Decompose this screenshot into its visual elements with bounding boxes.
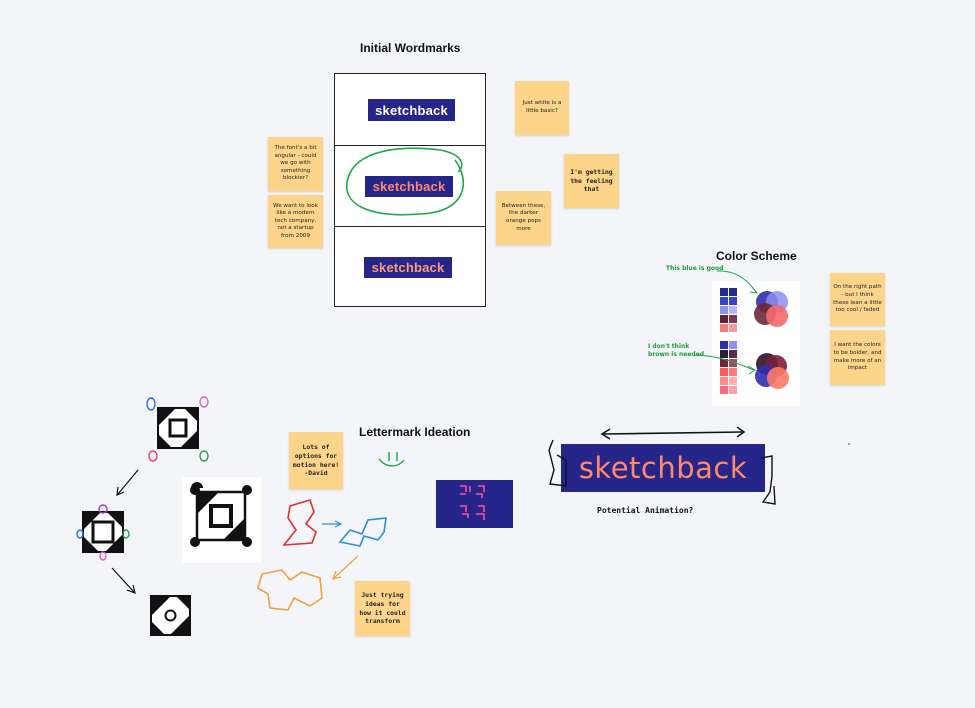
color-swatch [720,350,728,358]
color-swatch [729,350,737,358]
color-swatch [720,359,728,367]
color-swatch [720,377,728,385]
smiley-doodle [378,452,405,467]
wordmark-divider [335,145,485,146]
lettermark-middle [82,511,124,553]
animation-banner-text: sketchback [578,451,748,485]
color-scheme-heading: Color Scheme [716,249,797,263]
initial-wordmarks-heading: Initial Wordmarks [360,41,461,55]
color-circles-bottom [755,353,789,389]
color-circles-top [754,291,788,327]
red-shape-sketch [282,499,317,546]
orange-shape-sketch [257,569,323,611]
color-swatch [729,297,737,305]
animation-caption: Potential Animation? [597,506,694,515]
green-circle-annotation [345,147,465,216]
sticky-note[interactable]: I'm getting the feeling that [564,154,619,208]
green-arrow [693,354,755,371]
color-swatch [729,386,737,394]
lettermark-top [157,407,199,449]
color-swatch [720,306,728,314]
color-swatch [729,359,737,367]
sticky-note[interactable]: On the right path - but I think these le… [830,273,885,326]
color-swatch [729,315,737,323]
color-swatch [720,288,728,296]
sticky-note[interactable]: Just trying ideas for how it could trans… [355,581,410,636]
lettermark-ideation-heading: Lettermark Ideation [359,425,471,439]
color-swatch [729,306,737,314]
color-swatch [720,324,728,332]
color-swatch [720,368,728,376]
sticky-note[interactable]: I want the colors to be bolder, and make… [830,330,885,385]
lettermark-bottom [150,595,191,636]
double-arrow [603,431,743,435]
sticky-note[interactable]: Lots of options for motion here! -David [289,432,343,489]
color-swatch [720,341,728,349]
wordmark-white[interactable]: sketchback [368,99,455,121]
pink-lettermark-pattern [460,485,485,520]
wordmark-text: sketchback [372,179,446,194]
color-swatch [729,324,737,332]
sticky-note[interactable]: Between these, the darker orange pops mo… [496,191,551,245]
wordmark-text: sketchback [375,102,448,118]
color-swatch [729,368,737,376]
color-note: This blue is good [666,265,724,272]
animation-banner[interactable]: sketchback [561,444,765,492]
color-swatch [720,315,728,323]
color-note: I don't think brown is needed [648,343,705,358]
color-swatch [729,288,737,296]
green-arrow [716,270,757,293]
sticky-note[interactable]: We want to look like a modern tech compa… [268,195,323,248]
color-swatch [729,377,737,385]
wordmark-divider [335,226,485,227]
wordmark-text: sketchback [371,260,445,275]
color-swatch [729,341,737,349]
wordmark-orange[interactable]: sketchback [365,176,453,197]
blue-shape-sketch [338,517,387,547]
sticky-note[interactable]: Just white is a little basic? [515,81,569,135]
lettermark-navy-card[interactable] [436,480,513,528]
lettermark-large [190,482,252,547]
color-swatch [720,297,728,305]
sticky-note[interactable]: The font's a bit angular - could we go w… [268,137,323,191]
animation-brackets [548,439,776,505]
wordmark-light-orange[interactable]: sketchback [364,257,452,278]
color-swatch [720,386,728,394]
